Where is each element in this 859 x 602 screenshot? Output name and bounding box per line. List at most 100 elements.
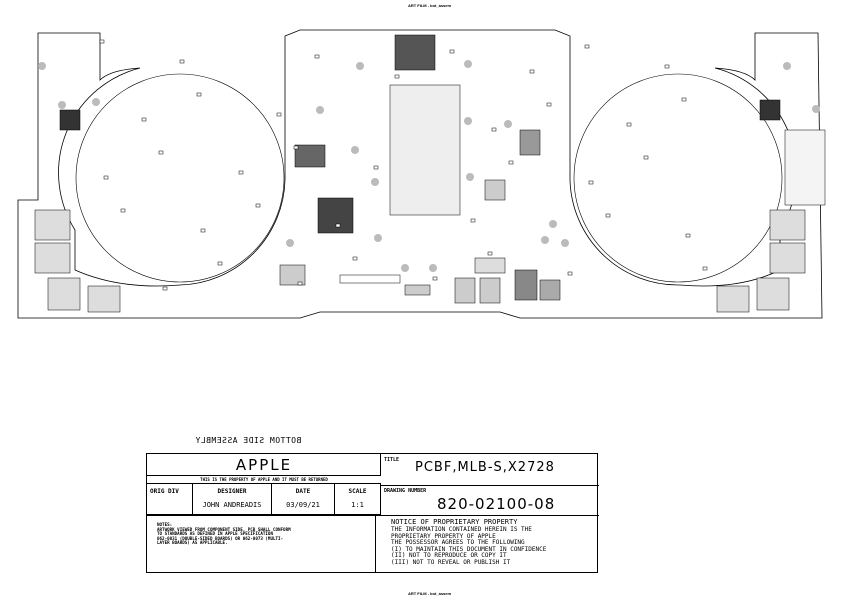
component-footprint (470, 218, 476, 223)
component-footprint (514, 269, 538, 301)
pcb-board-drawing (17, 29, 826, 319)
left-fan-cutout (75, 73, 285, 283)
component-footprint (179, 59, 185, 64)
inductor (716, 285, 750, 313)
property-line: THIS IS THE PROPERTY OF APPLE AND IT MUS… (200, 477, 328, 482)
inductor (769, 209, 806, 241)
notes: NOTES:ARTWORK VIEWED FROM COMPONENT SIDE… (157, 522, 291, 545)
component-footprint (238, 170, 244, 175)
drawing-title: PCBF,MLB-S,X2728 (415, 460, 555, 475)
inductor (87, 285, 121, 313)
mounting-hole (356, 62, 364, 70)
component-footprint (584, 44, 590, 49)
component-footprint (314, 54, 320, 59)
component-footprint (279, 264, 306, 286)
component-footprint (605, 213, 611, 218)
chip (317, 197, 354, 234)
soc-package (389, 84, 461, 216)
drawing-number-label: DRAWING NUMBER (384, 488, 427, 494)
date-label: DATE (295, 488, 311, 495)
chip (294, 144, 326, 168)
mounting-hole (783, 62, 791, 70)
chip (59, 109, 81, 131)
component-footprint (491, 127, 497, 132)
component-footprint (394, 74, 400, 79)
mounting-hole (464, 60, 472, 68)
component-footprint (200, 228, 206, 233)
inductor (769, 242, 806, 274)
inductor (34, 242, 71, 274)
component-footprint (664, 64, 670, 69)
component-footprint (297, 281, 303, 286)
component-footprint (432, 276, 438, 281)
mounting-hole (351, 146, 359, 154)
mounting-hole (549, 220, 557, 228)
mounting-hole (464, 117, 472, 125)
component-footprint (508, 160, 514, 165)
mounting-hole (504, 120, 512, 128)
component-footprint (217, 261, 223, 266)
date-value: 03/09/21 (286, 501, 320, 509)
component-footprint (99, 39, 105, 44)
component-footprint (702, 266, 708, 271)
component-footprint (404, 284, 431, 296)
component-footprint (484, 179, 506, 201)
component-footprint (293, 145, 299, 150)
chip (759, 99, 781, 121)
component-footprint (120, 208, 126, 213)
component-footprint (141, 117, 147, 122)
inductor (34, 209, 71, 241)
mounting-hole (812, 105, 820, 113)
notice-title: NOTICE OF PROPRIETARY PROPERTY (391, 518, 518, 526)
drawing-number: 820-02100-08 (437, 495, 556, 513)
mounting-hole (58, 101, 66, 109)
component-footprint (588, 180, 594, 185)
component-footprint (487, 251, 493, 256)
component-footprint (529, 69, 535, 74)
component-footprint (681, 97, 687, 102)
component-footprint (685, 233, 691, 238)
title-block: APPLE THIS IS THE PROPERTY OF APPLE AND … (146, 453, 599, 573)
connector (784, 129, 826, 206)
component-footprint (335, 223, 341, 228)
component-footprint (454, 277, 476, 304)
mounting-hole (286, 239, 294, 247)
component-footprint (539, 279, 561, 301)
mounting-hole (541, 236, 549, 244)
inductor (756, 277, 790, 311)
designer-value: JOHN ANDREADIS (202, 501, 262, 509)
company-name: APPLE (235, 456, 293, 474)
component-footprint (643, 155, 649, 160)
component-footprint (546, 102, 552, 107)
scale-label: SCALE (348, 488, 367, 495)
inductor (47, 277, 81, 311)
component-footprint (196, 92, 202, 97)
component-footprint (479, 277, 501, 304)
component-footprint (352, 256, 358, 261)
designer-label: DESIGNER (217, 488, 247, 495)
board-outline (17, 29, 823, 319)
component-footprint (626, 122, 632, 127)
view-label: BOTTOM SIDE ASSEMBLY (195, 436, 302, 445)
mounting-hole (429, 264, 437, 272)
orig-div-label: ORIG DIV (150, 488, 179, 495)
component-footprint (158, 150, 164, 155)
component-footprint (162, 286, 168, 291)
component-footprint (103, 175, 109, 180)
connector (339, 274, 401, 284)
mounting-hole (38, 62, 46, 70)
component-footprint (449, 49, 455, 54)
mounting-hole (374, 234, 382, 242)
scale-value: 1:1 (351, 501, 364, 509)
component-footprint (567, 271, 573, 276)
mounting-hole (466, 173, 474, 181)
component-footprint (373, 165, 379, 170)
mounting-hole (316, 106, 324, 114)
component-footprint (255, 203, 261, 208)
component-footprint (474, 257, 506, 274)
mounting-hole (371, 178, 379, 186)
art-film-footer: ART FILM - bot_assem (407, 591, 452, 596)
chip (394, 34, 436, 71)
mounting-hole (401, 264, 409, 272)
